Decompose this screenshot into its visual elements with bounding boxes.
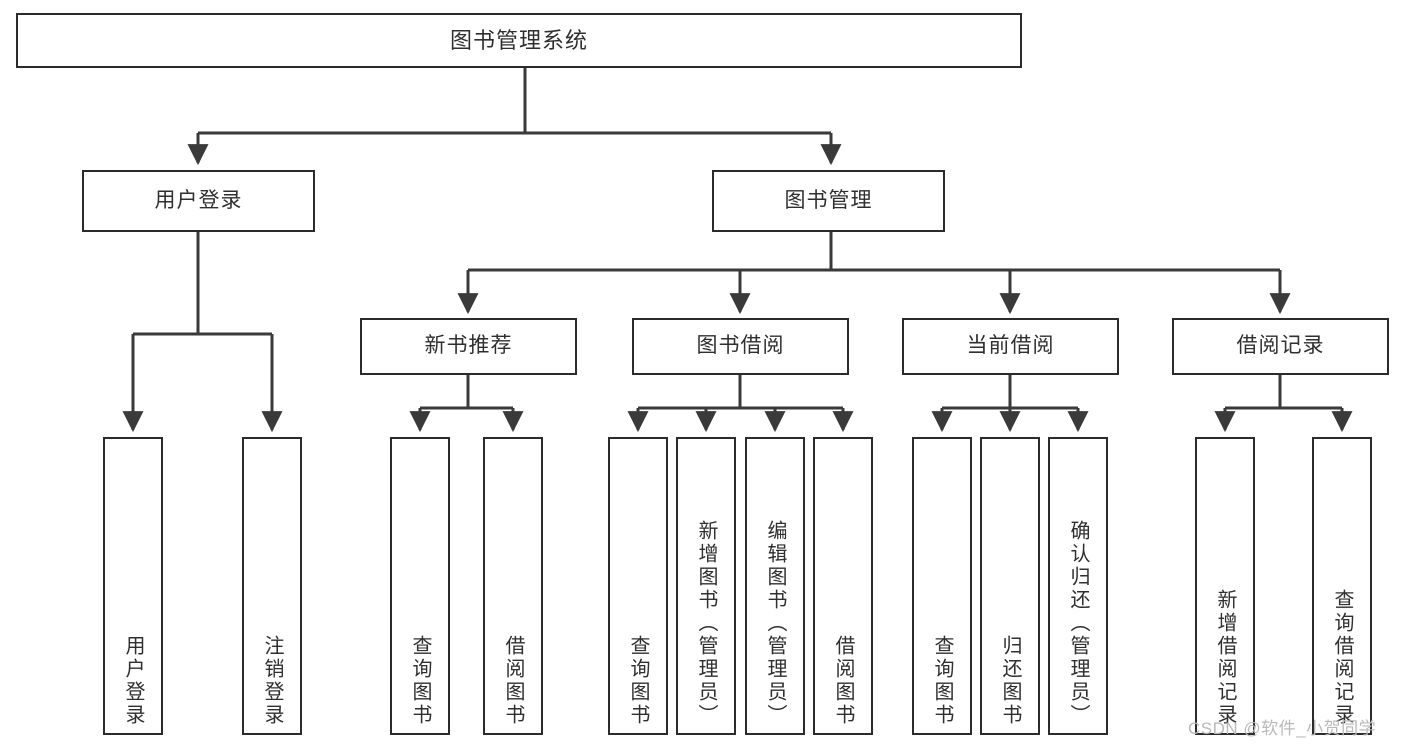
node-leaf-confirm-return-admin[interactable]: 确认归还（管理员）	[1048, 437, 1108, 735]
node-leaf-query-book-recommend[interactable]: 查询图书	[390, 437, 450, 735]
node-leaf-borrow-book[interactable]: 借阅图书	[813, 437, 873, 735]
node-leaf-logout[interactable]: 注销登录	[242, 437, 302, 735]
node-leaf-user-login[interactable]: 用户登录	[103, 437, 163, 735]
node-label: 图书管理	[784, 188, 873, 212]
node-current-borrow[interactable]: 当前借阅	[902, 318, 1119, 375]
node-label: 用户登录	[154, 188, 243, 212]
node-label: 查询图书	[931, 635, 953, 727]
node-label: 用户登录	[122, 635, 144, 727]
node-root-system[interactable]: 图书管理系统	[16, 13, 1022, 68]
node-label: 当前借阅	[966, 334, 1055, 358]
watermark-text: CSDN @软件_小贺同学	[1188, 719, 1377, 738]
node-label: 查询图书	[409, 635, 431, 727]
node-user-login[interactable]: 用户登录	[82, 170, 315, 232]
node-borrow-records[interactable]: 借阅记录	[1172, 318, 1389, 375]
node-label: 注销登录	[261, 635, 283, 727]
node-label: 新书推荐	[424, 334, 513, 358]
node-label: 查询图书	[627, 635, 649, 727]
node-leaf-return-book[interactable]: 归还图书	[980, 437, 1040, 735]
node-label: 借阅图书	[502, 635, 524, 727]
node-leaf-query-book-current[interactable]: 查询图书	[912, 437, 972, 735]
node-label: 借阅记录	[1236, 334, 1325, 358]
node-label: 图书借阅	[696, 334, 785, 358]
node-leaf-query-borrow-record[interactable]: 查询借阅记录	[1312, 437, 1372, 735]
node-leaf-query-book-borrow[interactable]: 查询图书	[608, 437, 668, 735]
node-label: 确认归还（管理员）	[1067, 520, 1089, 727]
node-leaf-edit-book-admin[interactable]: 编辑图书（管理员）	[745, 437, 805, 735]
node-label: 图书管理系统	[449, 27, 588, 53]
node-leaf-borrow-book-recommend[interactable]: 借阅图书	[483, 437, 543, 735]
node-book-borrow[interactable]: 图书借阅	[632, 318, 849, 375]
node-label: 新增图书（管理员）	[695, 520, 717, 727]
node-new-book-recommend[interactable]: 新书推荐	[360, 318, 577, 375]
node-leaf-add-borrow-record[interactable]: 新增借阅记录	[1195, 437, 1255, 735]
node-label: 新增借阅记录	[1214, 589, 1236, 727]
node-leaf-add-book-admin[interactable]: 新增图书（管理员）	[676, 437, 736, 735]
node-book-management[interactable]: 图书管理	[712, 170, 945, 232]
node-label: 查询借阅记录	[1331, 589, 1353, 727]
node-label: 归还图书	[999, 635, 1021, 727]
node-label: 编辑图书（管理员）	[764, 520, 786, 727]
node-label: 借阅图书	[832, 635, 854, 727]
